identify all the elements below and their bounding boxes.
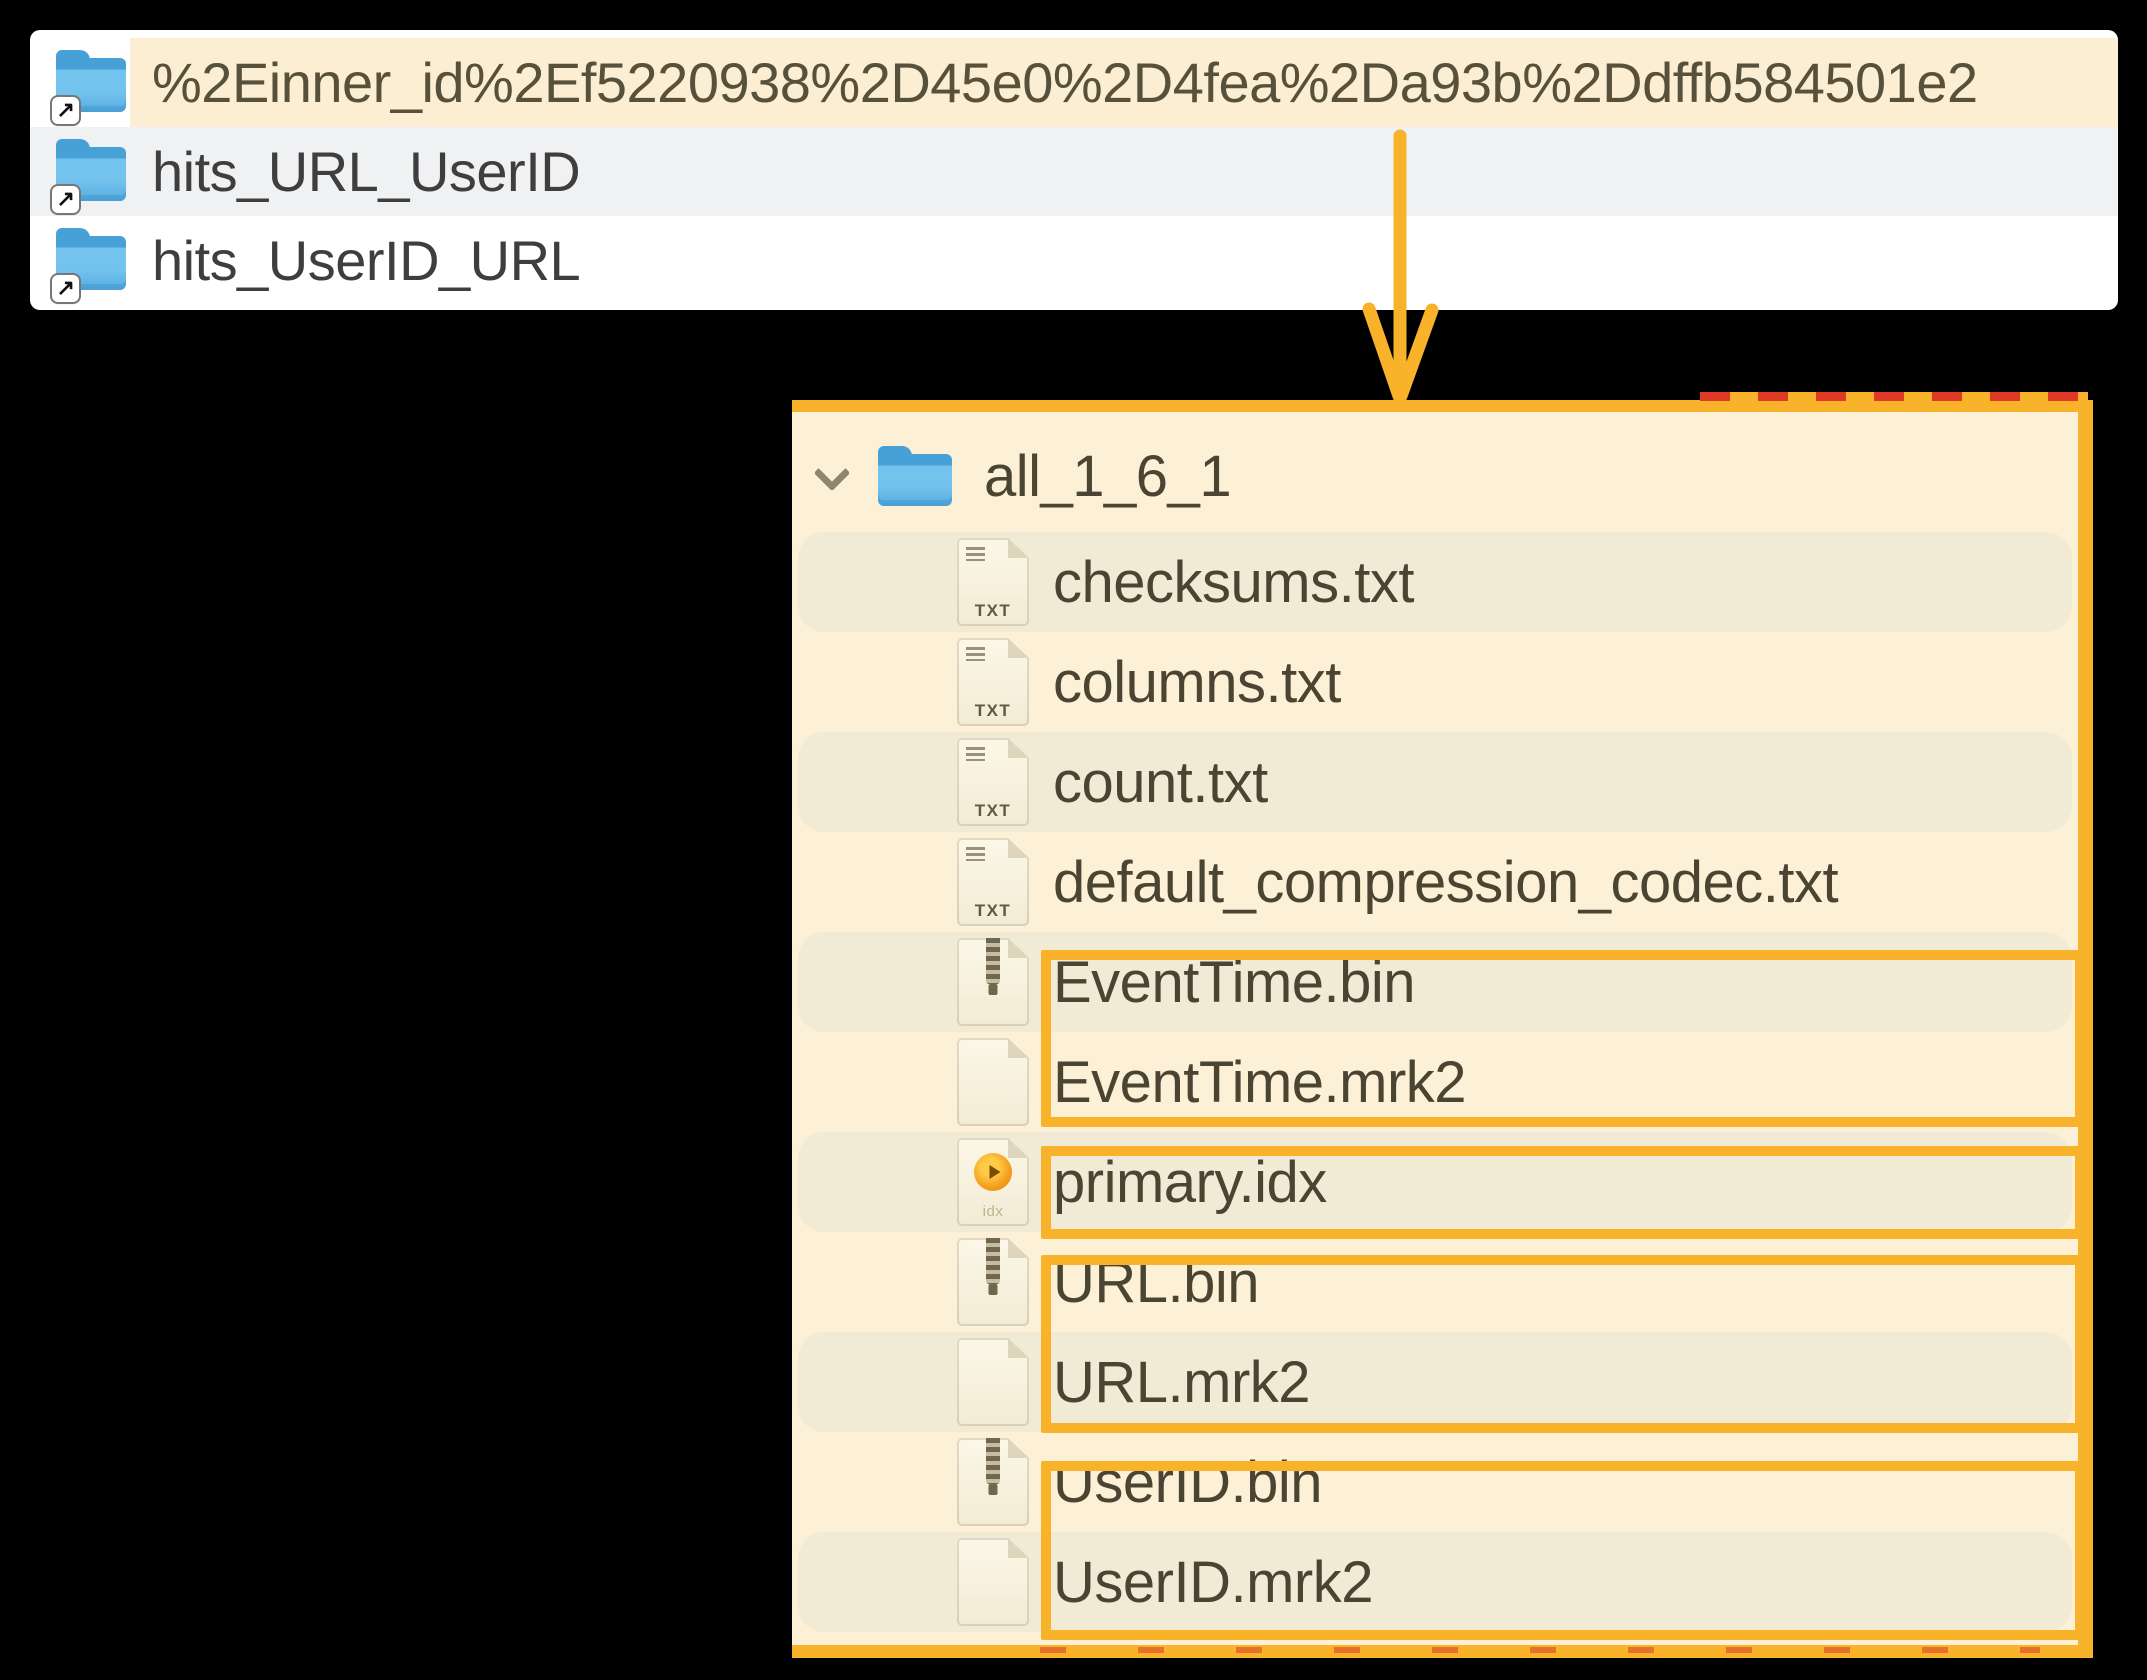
mrk2-file-icon	[957, 1038, 1029, 1126]
finder-list-window: ↗ %2Einner_id%2Ef5220938%2D45e0%2D4fea%2…	[30, 30, 2118, 310]
txt-file-icon: TXT	[957, 738, 1029, 826]
file-name: checksums.txt	[1053, 549, 1414, 615]
idx-file-icon: idx	[957, 1138, 1029, 1226]
folder-name: hits_URL_UserID	[152, 140, 581, 203]
txt-file-icon: TXT	[957, 638, 1029, 726]
folder-icon	[878, 446, 952, 506]
part-contents-panel: all_1_6_1 TXT checksums.txt TXT columns.…	[792, 400, 2093, 1658]
red-dash-marks-top	[1700, 392, 2088, 401]
folder-name: hits_UserID_URL	[152, 229, 581, 292]
file-name: UserID.bin	[1053, 1449, 1322, 1515]
red-dash-marks-bottom	[1040, 1647, 2040, 1653]
file-name: UserID.mrk2	[1053, 1549, 1373, 1615]
mrk2-file-icon	[957, 1538, 1029, 1626]
file-row-checksums[interactable]: TXT checksums.txt	[798, 532, 2072, 632]
folder-name: %2Einner_id%2Ef5220938%2D45e0%2D4fea%2Da…	[152, 51, 1978, 114]
file-row-columns[interactable]: TXT columns.txt	[798, 632, 2072, 732]
file-name: EventTime.mrk2	[1053, 1049, 1467, 1115]
file-row-url-mrk2[interactable]: URL.mrk2	[798, 1332, 2072, 1432]
file-name: URL.mrk2	[1053, 1349, 1311, 1415]
bin-file-icon	[957, 1238, 1029, 1326]
txt-file-icon: TXT	[957, 538, 1029, 626]
file-name: primary.idx	[1053, 1149, 1327, 1215]
alias-folder-icon: ↗	[52, 46, 126, 124]
file-name: URL.bin	[1053, 1249, 1260, 1315]
file-row-userid-bin[interactable]: UserID.bin	[798, 1432, 2072, 1532]
folder-row-hits-userid-url[interactable]: ↗ hits_UserID_URL	[30, 216, 2118, 305]
alias-arrow-badge: ↗	[52, 96, 79, 124]
alias-folder-icon: ↗	[52, 135, 126, 213]
file-row-default-compression-codec[interactable]: TXT default_compression_codec.txt	[798, 832, 2072, 932]
file-row-eventtime-bin[interactable]: EventTime.bin	[798, 932, 2072, 1032]
file-name: columns.txt	[1053, 649, 1341, 715]
mrk2-file-icon	[957, 1338, 1029, 1426]
txt-file-icon: TXT	[957, 838, 1029, 926]
part-folder-name: all_1_6_1	[984, 443, 1232, 509]
folder-row-inner-id[interactable]: ↗ %2Einner_id%2Ef5220938%2D45e0%2D4fea%2…	[30, 38, 2118, 127]
alias-folder-icon: ↗	[52, 224, 126, 302]
file-row-eventtime-mrk2[interactable]: EventTime.mrk2	[798, 1032, 2072, 1132]
file-row-primary-idx[interactable]: idx primary.idx	[798, 1132, 2072, 1232]
file-row-count[interactable]: TXT count.txt	[798, 732, 2072, 832]
folder-icon	[56, 138, 126, 201]
file-name: EventTime.bin	[1053, 949, 1416, 1015]
alias-arrow-badge: ↗	[52, 185, 79, 213]
file-row-userid-mrk2[interactable]: UserID.mrk2	[798, 1532, 2072, 1632]
chevron-down-icon[interactable]	[814, 458, 850, 494]
folder-row-hits-url-userid[interactable]: ↗ hits_URL_UserID	[30, 127, 2118, 216]
tree-root-row[interactable]: all_1_6_1	[792, 422, 1232, 530]
bin-file-icon	[957, 938, 1029, 1026]
file-row-url-bin[interactable]: URL.bin	[798, 1232, 2072, 1332]
bin-file-icon	[957, 1438, 1029, 1526]
file-name: default_compression_codec.txt	[1053, 849, 1839, 915]
alias-arrow-badge: ↗	[52, 274, 79, 302]
file-name: count.txt	[1053, 749, 1268, 815]
